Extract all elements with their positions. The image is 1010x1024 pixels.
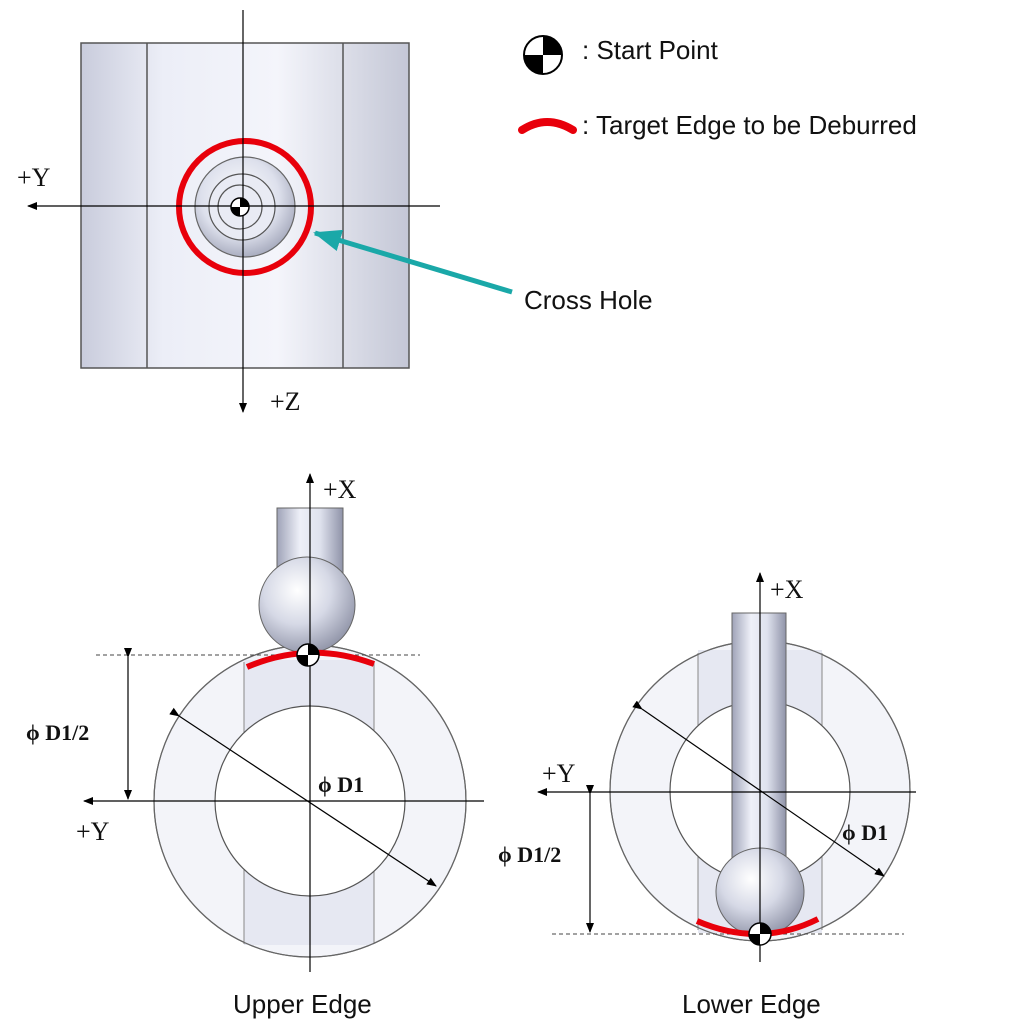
lower-start-point-icon — [748, 922, 772, 946]
lower-axis-x-label: +X — [770, 575, 804, 604]
target-edge-circle — [176, 138, 314, 276]
legend-target-edge-label: : Target Edge to be Deburred — [582, 110, 917, 140]
upper-tool-ball — [258, 556, 356, 654]
lower-dim-half-label: ϕ D1/2 — [498, 842, 561, 867]
cross-hole-callout-arrow — [313, 229, 513, 295]
upper-axis-y-label: +Y — [76, 817, 110, 846]
lower-diameter-line — [632, 700, 885, 877]
top-start-point-icon — [230, 197, 250, 217]
cross-hole-callout-label: Cross Hole — [524, 285, 653, 315]
top-view: +Y +Z Cross Hole — [17, 10, 653, 416]
upper-start-point-icon — [296, 643, 320, 667]
legend: : Start Point : Target Edge to be Deburr… — [518, 35, 917, 140]
lower-dim-full-label: ϕ D1 — [842, 820, 888, 845]
target-edge-icon — [518, 118, 577, 134]
lower-edge-view: +X +Y ϕ D1/2 ϕ D1 Lower Edge — [498, 572, 916, 1019]
top-axis-y-label: +Y — [17, 163, 51, 192]
lower-axis-y-label: +Y — [542, 759, 576, 788]
legend-start-point-label: : Start Point — [582, 35, 719, 65]
upper-dim-half-label: ϕ D1/2 — [26, 720, 89, 745]
lower-tool-shaft — [731, 612, 787, 879]
start-point-icon — [523, 35, 563, 75]
upper-edge-view: +X +Y ϕ D1/2 ϕ D1 Upper Edge — [26, 473, 484, 1019]
upper-dim-full-label: ϕ D1 — [318, 772, 364, 797]
lower-edge-caption: Lower Edge — [682, 989, 821, 1019]
upper-axis-x-label: +X — [323, 475, 357, 504]
upper-diameter-line — [169, 707, 437, 887]
upper-edge-caption: Upper Edge — [233, 989, 372, 1019]
top-axis-z-label: +Z — [270, 387, 301, 416]
